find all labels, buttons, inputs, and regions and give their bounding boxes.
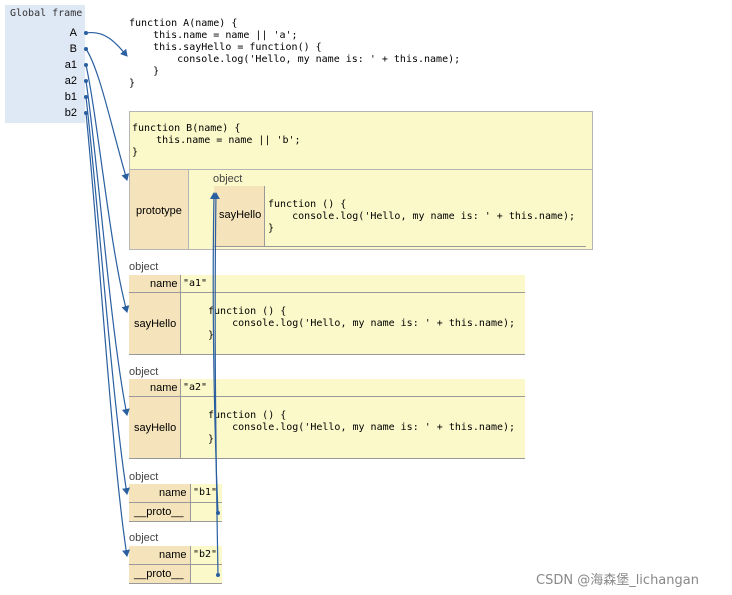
pointer-dot-b1 [84,95,88,99]
object-a2: name "a2" sayHello function () { console… [129,379,525,459]
object-b2: name "b2" __proto__ [129,546,222,584]
pointer-dot-b1-proto [216,511,220,515]
function-b-box: function B(name) { this.name = name || '… [129,111,593,250]
pointer-dot-b2-proto [216,573,220,577]
arrow-b2-proto [211,192,220,576]
object-b1-label: object [129,471,159,483]
global-var-b1: b1 [64,91,77,103]
prototype-sayhello-code: function () { console.log('Hello, my nam… [268,199,576,234]
object-b1-proto-label: __proto__ [134,506,184,518]
object-a1-name-label: name [150,278,178,290]
object-a2-sayhello-label: sayHello [134,422,177,434]
global-var-B: B [69,43,77,55]
object-b1-name-value: "b1" [193,487,218,498]
prototype-sayhello-label: sayHello [219,209,262,221]
pointer-dot-A [84,31,88,35]
object-b2-name-value: "b2" [193,549,218,560]
object-a1-sayhello-label: sayHello [134,318,177,330]
object-a2-sayhello-code: function () { console.log('Hello, my nam… [208,410,516,445]
function-a-code: function A(name) { this.name = name || '… [129,18,461,89]
global-frame: Global frame A B a1 a2 b1 b2 [5,5,85,123]
object-a1: name "a1" sayHello function () { console… [129,275,525,355]
arrow-A [85,31,128,57]
object-a1-label: object [129,261,159,273]
function-b-code: function B(name) { this.name = name || '… [132,123,301,158]
arrow-B [85,48,130,181]
global-var-a1: a1 [64,59,77,71]
object-a1-sayhello-code: function () { console.log('Hello, my nam… [208,306,516,341]
prototype-label-cell [130,170,188,249]
arrow-b1 [85,96,131,495]
object-b1: name "b1" __proto__ [129,484,222,522]
object-b1-name-label: name [159,487,187,499]
prototype-label: prototype [136,205,182,217]
global-var-a2: a2 [64,75,77,87]
global-var-A: A [69,27,77,39]
object-a1-name-value: "a1" [183,278,208,289]
object-a2-name-value: "a2" [183,382,208,393]
pointer-dot-a2 [84,79,88,83]
object-b2-proto-label: __proto__ [134,568,184,580]
pointer-dot-b2 [84,111,88,115]
arrow-a1 [85,64,130,313]
arrow-b2 [85,112,131,557]
pointer-dot-a1 [84,63,88,67]
global-frame-title: Global frame [10,8,83,19]
watermark: CSDN @海森堡_lichangan [536,573,699,588]
object-b2-name-label: name [159,549,187,561]
prototype-sayhello-cell [214,186,264,246]
global-var-b2: b2 [64,107,77,119]
pointer-dot-B [84,47,88,51]
arrow-a2 [85,80,130,416]
object-b2-label: object [129,532,159,544]
prototype-object-label: object [213,173,243,185]
object-a2-name-label: name [150,382,178,394]
object-a2-label: object [129,366,159,378]
